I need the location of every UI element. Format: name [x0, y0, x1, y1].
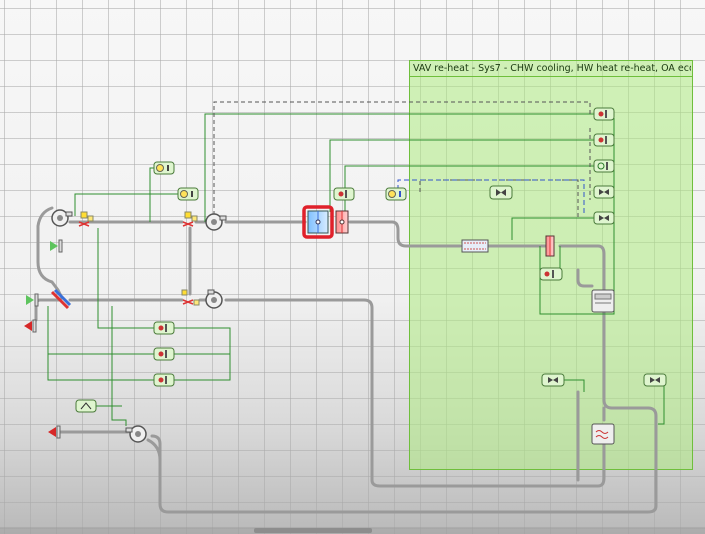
terminal-unit-icon[interactable]: [591, 423, 615, 445]
zone-loop-duct: [150, 310, 658, 514]
flow-sink-icon[interactable]: [24, 319, 37, 333]
fans[interactable]: [51, 209, 227, 443]
blue-wire: [397, 179, 585, 214]
thermometer-sensor-icon[interactable]: [593, 133, 615, 147]
boundary-nodes[interactable]: [24, 239, 63, 439]
control-wires: [47, 113, 665, 426]
cooling-coil-icon[interactable]: [307, 210, 329, 234]
heat-recovery-icon[interactable]: [50, 288, 72, 310]
relief-fan-icon[interactable]: [205, 289, 223, 309]
dashed-wire-mid: [419, 179, 579, 218]
left-sensors[interactable]: [75, 161, 407, 413]
duct-segment-icon[interactable]: [461, 239, 489, 253]
vav-reheat-group[interactable]: VAV re-heat - Sys7 - CHW cooling, HW hea…: [409, 60, 693, 470]
thermometer-sensor-icon[interactable]: [539, 267, 563, 281]
supply-duct-main: [68, 220, 606, 292]
fan-sensor-icon[interactable]: [593, 211, 615, 225]
thermometer-sensor-icon[interactable]: [153, 347, 175, 361]
sensor-stack[interactable]: [489, 107, 667, 387]
group-title-divider: [410, 76, 692, 77]
dampers[interactable]: [50, 211, 200, 310]
ctrl-wire-1: [204, 113, 598, 222]
return-fan-icon[interactable]: [51, 209, 73, 227]
fan-sensor-icon[interactable]: [643, 373, 667, 387]
flow-source-icon[interactable]: [50, 239, 63, 253]
oa-damper-icon[interactable]: [78, 211, 94, 227]
controller-icon[interactable]: [385, 187, 407, 201]
reheat-coil-icon[interactable]: [545, 235, 555, 257]
thermometer-sensor-icon[interactable]: [593, 107, 615, 121]
fan-sensor-icon[interactable]: [541, 373, 565, 387]
controller-icon[interactable]: [153, 161, 175, 175]
thermometer-sensor-icon[interactable]: [333, 187, 355, 201]
outdoor-air-duct: [36, 206, 64, 300]
lower-fan-icon[interactable]: [125, 425, 147, 443]
group-title: VAV re-heat - Sys7 - CHW cooling, HW hea…: [413, 63, 691, 74]
ctrl-wire-3: [344, 165, 598, 212]
ctrl-wire-17: [658, 380, 665, 425]
dashed-wires: [213, 101, 591, 222]
ctrl-wire-7: [97, 228, 156, 329]
fan-sensor-icon[interactable]: [593, 185, 615, 199]
coil-bank[interactable]: [302, 205, 349, 239]
ctrl-wire-14: [149, 167, 158, 222]
heating-coil-icon[interactable]: [335, 210, 349, 234]
zone-icon[interactable]: [591, 289, 615, 313]
ctrl-wire-12: [111, 306, 127, 426]
selection-highlight: [302, 205, 334, 239]
flow-sink-icon[interactable]: [48, 425, 61, 439]
dashed-wire-top: [213, 101, 591, 222]
controller-icon[interactable]: [75, 399, 97, 413]
mix-damper-icon[interactable]: [182, 211, 198, 227]
lower-fan-duct: [58, 430, 162, 462]
flow-source-icon[interactable]: [26, 293, 39, 307]
zone-vertical-duct: [576, 268, 606, 482]
ctrl-wire-16: [564, 379, 585, 392]
ctrl-wire-4: [511, 217, 598, 240]
ctrl-wire-2: [329, 139, 598, 212]
scrollbar-thumb[interactable]: [254, 528, 372, 533]
ctrl-wire-8: [47, 306, 156, 381]
ctrl-wire-6: [74, 193, 180, 216]
controller-icon[interactable]: [177, 187, 199, 201]
zone-components[interactable]: [461, 235, 615, 445]
relief-damper-icon[interactable]: [181, 289, 200, 306]
duct-network: [34, 206, 658, 514]
fan-sensor-icon[interactable]: [489, 185, 513, 200]
thermometer-sensor-icon[interactable]: [153, 321, 175, 335]
supply-fan-icon[interactable]: [205, 213, 227, 231]
humidity-sensor-icon[interactable]: [593, 159, 615, 173]
thermometer-sensor-icon[interactable]: [153, 373, 175, 387]
